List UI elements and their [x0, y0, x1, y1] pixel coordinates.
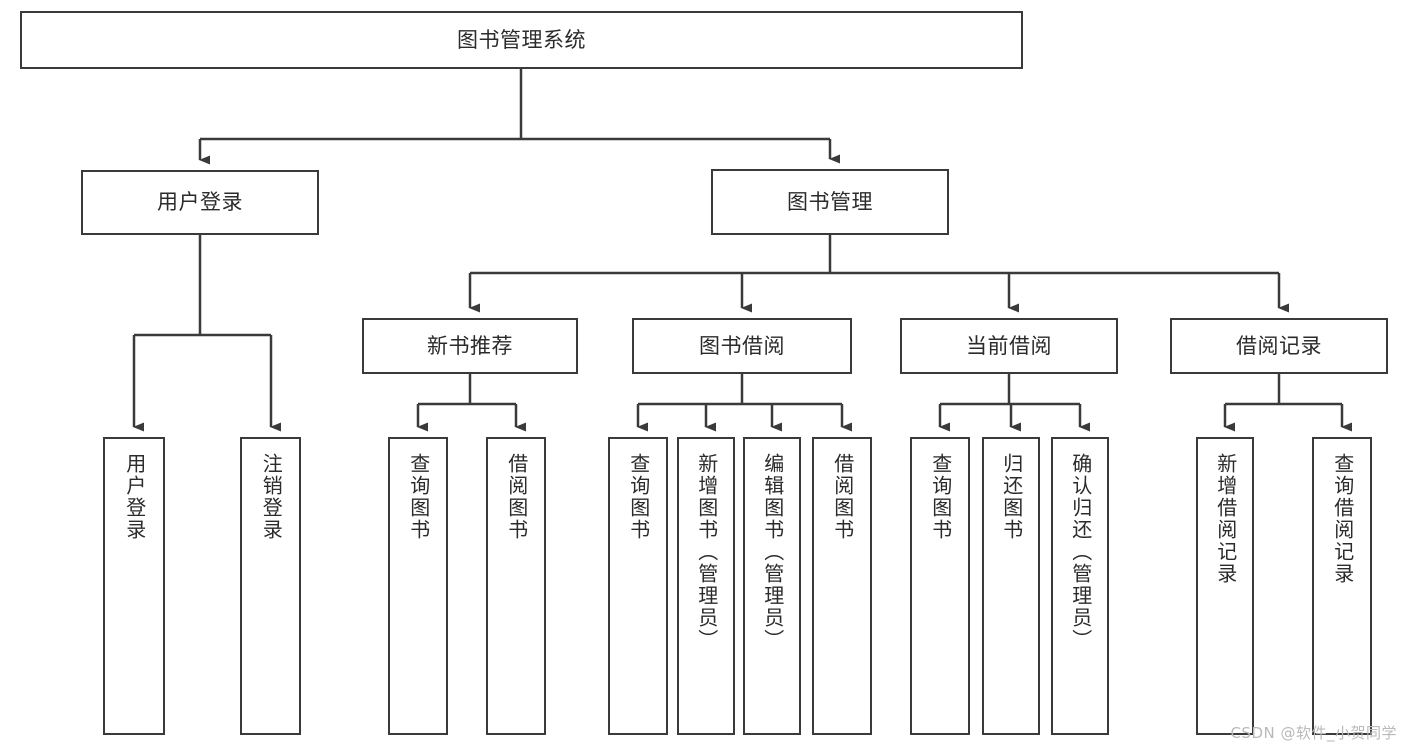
node-label: 注销登录	[259, 453, 284, 541]
node-leaf-logout[interactable]: 注销登录	[240, 437, 301, 735]
node-label: 新增图书（管理员）	[694, 453, 719, 651]
node-label: 借阅图书	[504, 453, 529, 541]
node-leaf-query-book-recommend[interactable]: 查询图书	[388, 437, 448, 735]
node-leaf-query-borrow-record[interactable]: 查询借阅记录	[1312, 437, 1372, 735]
node-book-borrow[interactable]: 图书借阅	[632, 318, 852, 374]
node-label: 借阅图书	[830, 453, 855, 541]
node-label: 图书管理系统	[457, 27, 586, 52]
node-book-manage[interactable]: 图书管理	[711, 169, 949, 235]
node-leaf-user-login[interactable]: 用户登录	[103, 437, 165, 735]
node-label: 查询图书	[928, 453, 953, 541]
node-label: 图书管理	[787, 189, 873, 214]
node-label: 查询借阅记录	[1330, 453, 1355, 585]
node-leaf-borrow-book-borrow[interactable]: 借阅图书	[812, 437, 872, 735]
node-label: 查询图书	[626, 453, 651, 541]
node-leaf-add-borrow-record[interactable]: 新增借阅记录	[1196, 437, 1254, 735]
node-label: 查询图书	[406, 453, 431, 541]
node-user-login[interactable]: 用户登录	[81, 170, 319, 235]
node-book-management-system[interactable]: 图书管理系统	[20, 11, 1023, 69]
node-label: 新增借阅记录	[1213, 453, 1238, 585]
node-label: 当前借阅	[966, 333, 1052, 358]
node-label: 确认归还（管理员）	[1068, 453, 1093, 651]
node-label: 编辑图书（管理员）	[760, 453, 785, 651]
node-leaf-add-book-admin[interactable]: 新增图书（管理员）	[677, 437, 735, 735]
node-leaf-query-book-borrow[interactable]: 查询图书	[608, 437, 668, 735]
node-leaf-return-book[interactable]: 归还图书	[982, 437, 1040, 735]
node-label: 图书借阅	[699, 333, 785, 358]
node-label: 借阅记录	[1236, 333, 1322, 358]
node-leaf-confirm-return-admin[interactable]: 确认归还（管理员）	[1051, 437, 1109, 735]
node-label: 用户登录	[157, 190, 243, 215]
node-current-borrow[interactable]: 当前借阅	[900, 318, 1118, 374]
csdn-watermark: CSDN @软件_小贺同学	[1230, 724, 1397, 742]
node-new-book-recommend[interactable]: 新书推荐	[362, 318, 578, 374]
node-leaf-query-book-current[interactable]: 查询图书	[910, 437, 970, 735]
node-borrow-record[interactable]: 借阅记录	[1170, 318, 1388, 374]
node-label: 新书推荐	[427, 333, 513, 358]
node-label: 用户登录	[122, 453, 147, 541]
node-leaf-borrow-book-recommend[interactable]: 借阅图书	[486, 437, 546, 735]
node-leaf-edit-book-admin[interactable]: 编辑图书（管理员）	[743, 437, 801, 735]
node-label: 归还图书	[999, 453, 1024, 541]
